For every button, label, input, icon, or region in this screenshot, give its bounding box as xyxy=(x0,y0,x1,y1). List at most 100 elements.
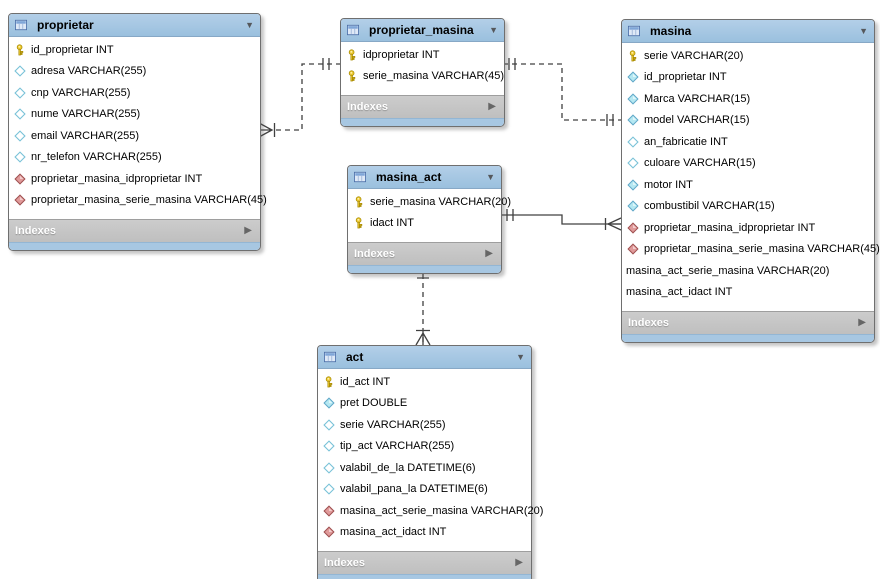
column-label: motor INT xyxy=(644,178,693,191)
column-row[interactable]: culoare VARCHAR(15) xyxy=(622,153,874,175)
indexes-label: Indexes xyxy=(628,317,669,329)
column-row[interactable]: motor INT xyxy=(622,174,874,196)
nullable-column-icon xyxy=(323,483,335,495)
indexes-label: Indexes xyxy=(324,557,365,569)
relationship-proprietar_masina-masina[interactable] xyxy=(503,58,621,126)
column-row[interactable]: serie_masina VARCHAR(45) xyxy=(341,66,504,88)
expand-arrow-icon[interactable]: ▶ xyxy=(858,317,866,328)
table-act: act ▼ id_act INT pret DOUBLE serie VARCHAR… xyxy=(317,345,543,579)
column-row[interactable]: serie_masina VARCHAR(20) xyxy=(348,191,511,213)
column-row[interactable]: an_fabricatie INT xyxy=(622,131,874,153)
column-row[interactable]: proprietar_masina_idproprietar INT xyxy=(622,217,874,239)
column-row[interactable]: id_act INT xyxy=(318,371,531,393)
column-row[interactable]: masina_act_serie_masina VARCHAR(20) xyxy=(622,260,874,282)
column-row[interactable]: tip_act VARCHAR(255) xyxy=(318,436,531,458)
column-label: idact INT xyxy=(370,217,415,230)
table-header[interactable]: proprietar ▼ xyxy=(9,14,260,37)
column-row[interactable]: pret DOUBLE xyxy=(318,393,531,415)
column-label: proprietar_masina_serie_masina VARCHAR(4… xyxy=(31,194,267,207)
column-label: masina_act_serie_masina VARCHAR(20) xyxy=(340,504,544,517)
table-masina_act: masina_act ▼ serie_masina VARCHAR(20) ida… xyxy=(347,165,511,274)
foreign-key-icon xyxy=(627,222,639,234)
columns-list: id_act INT pret DOUBLE serie VARCHAR(255) t… xyxy=(318,369,543,551)
expand-arrow-icon[interactable]: ▶ xyxy=(488,101,496,112)
relationship-proprietar-proprietar_masina[interactable] xyxy=(258,58,340,138)
column-label: email VARCHAR(255) xyxy=(31,129,139,142)
column-label: proprietar_masina_idproprietar INT xyxy=(644,221,816,234)
column-row[interactable]: model VARCHAR(15) xyxy=(622,110,874,132)
column-label: id_act INT xyxy=(340,375,391,388)
primary-key-icon xyxy=(353,217,365,229)
indexes-footer[interactable]: Indexes ▶ xyxy=(341,95,504,118)
expand-arrow-icon[interactable]: ▶ xyxy=(485,248,493,259)
primary-key-icon xyxy=(627,50,639,62)
column-row[interactable]: serie VARCHAR(255) xyxy=(318,414,531,436)
table-header[interactable]: act ▼ xyxy=(318,346,531,369)
relationship-masina_act-masina[interactable] xyxy=(500,209,622,231)
collapse-arrow-icon[interactable]: ▼ xyxy=(516,351,525,362)
nullable-column-icon xyxy=(627,136,639,148)
column-row[interactable]: masina_act_idact INT xyxy=(622,282,874,304)
indexes-footer[interactable]: Indexes ▶ xyxy=(9,219,260,242)
column-row[interactable]: nr_telefon VARCHAR(255) xyxy=(9,147,260,169)
expand-arrow-icon[interactable]: ▶ xyxy=(244,225,252,236)
column-label: nr_telefon VARCHAR(255) xyxy=(31,151,162,164)
collapse-arrow-icon[interactable]: ▼ xyxy=(489,24,498,35)
table-bottom-strip xyxy=(622,334,874,342)
nullable-column-icon xyxy=(323,419,335,431)
indexes-footer[interactable]: Indexes ▶ xyxy=(318,551,531,574)
relationship-masina_act-act[interactable] xyxy=(415,265,431,346)
column-label: masina_act_serie_masina VARCHAR(20) xyxy=(626,264,830,277)
not-null-column-icon xyxy=(627,200,639,212)
column-label: tip_act VARCHAR(255) xyxy=(340,440,455,453)
foreign-key-icon xyxy=(14,194,26,206)
column-row[interactable]: adresa VARCHAR(255) xyxy=(9,61,260,83)
column-row[interactable]: proprietar_masina_serie_masina VARCHAR(4… xyxy=(9,190,267,212)
column-label: serie VARCHAR(255) xyxy=(340,418,446,431)
nullable-column-icon xyxy=(323,440,335,452)
column-row[interactable]: idact INT xyxy=(348,213,501,235)
column-row[interactable]: combustibil VARCHAR(15) xyxy=(622,196,874,218)
table-masina: masina ▼ serie VARCHAR(20)id_proprietar … xyxy=(621,19,880,343)
primary-key-icon xyxy=(323,376,335,388)
column-row[interactable]: idproprietar INT xyxy=(341,44,504,66)
column-row[interactable]: serie VARCHAR(20) xyxy=(622,45,874,67)
column-row[interactable]: nume VARCHAR(255) xyxy=(9,104,260,126)
indexes-footer[interactable]: Indexes ▶ xyxy=(348,242,501,265)
table-bottom-strip xyxy=(318,574,531,579)
columns-list: serie VARCHAR(20)id_proprietar INT Marca … xyxy=(622,43,880,311)
primary-key-icon xyxy=(346,70,358,82)
column-row[interactable]: proprietar_masina_serie_masina VARCHAR(4… xyxy=(622,239,880,261)
collapse-arrow-icon[interactable]: ▼ xyxy=(859,25,868,36)
column-label: id_proprietar INT xyxy=(31,43,114,56)
table-header[interactable]: proprietar_masina ▼ xyxy=(341,19,504,42)
table-header[interactable]: masina_act ▼ xyxy=(348,166,501,189)
not-null-column-icon xyxy=(627,71,639,83)
column-row[interactable]: Marca VARCHAR(15) xyxy=(622,88,874,110)
collapse-arrow-icon[interactable]: ▼ xyxy=(486,171,495,182)
column-row[interactable]: id_proprietar INT xyxy=(9,39,260,61)
indexes-footer[interactable]: Indexes ▶ xyxy=(622,311,874,334)
nullable-column-icon xyxy=(323,462,335,474)
column-row[interactable]: masina_act_idact INT xyxy=(318,522,531,544)
column-label: Marca VARCHAR(15) xyxy=(644,92,751,105)
collapse-arrow-icon[interactable]: ▼ xyxy=(245,19,254,30)
column-row[interactable]: cnp VARCHAR(255) xyxy=(9,82,260,104)
indexes-label: Indexes xyxy=(347,101,388,113)
column-row[interactable]: proprietar_masina_idproprietar INT xyxy=(9,168,260,190)
column-row[interactable]: email VARCHAR(255) xyxy=(9,125,260,147)
column-label: proprietar_masina_serie_masina VARCHAR(4… xyxy=(644,243,880,256)
table-icon xyxy=(354,171,366,183)
column-label: combustibil VARCHAR(15) xyxy=(644,200,775,213)
column-row[interactable]: valabil_pana_la DATETIME(6) xyxy=(318,479,531,501)
indexes-label: Indexes xyxy=(354,248,395,260)
expand-arrow-icon[interactable]: ▶ xyxy=(515,557,523,568)
foreign-key-icon xyxy=(323,526,335,538)
column-row[interactable]: valabil_de_la DATETIME(6) xyxy=(318,457,531,479)
table-title: masina_act xyxy=(376,170,442,184)
table-title: masina xyxy=(650,24,692,38)
column-row[interactable]: masina_act_serie_masina VARCHAR(20) xyxy=(318,500,543,522)
column-row[interactable]: id_proprietar INT xyxy=(622,67,874,89)
table-header[interactable]: masina ▼ xyxy=(622,20,874,43)
